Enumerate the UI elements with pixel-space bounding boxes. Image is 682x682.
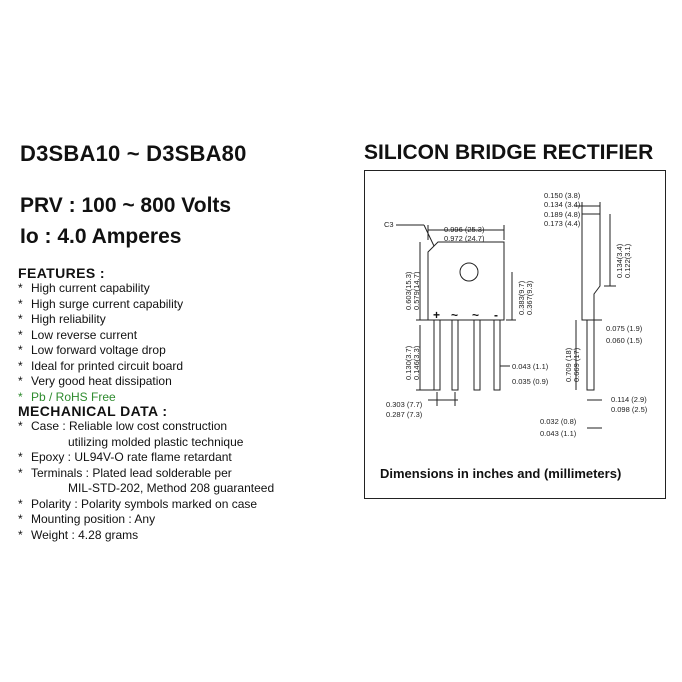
lead	[451, 319, 459, 391]
side-profile-outline	[581, 213, 601, 321]
polarity-ac-1: ~	[451, 308, 458, 322]
mechanical-item: *Case : Reliable low cost construction	[18, 419, 228, 433]
side-tab-max: 0.189 (4.8)	[544, 210, 581, 219]
prv-rating: PRV : 100 ~ 800 Volts	[20, 194, 232, 217]
side-top-max: 0.150 (3.8)	[544, 191, 581, 200]
feature-item: *Low forward voltage drop	[18, 343, 166, 357]
feature-item: *High current capability	[18, 281, 150, 295]
feature-item: *High reliability	[18, 312, 106, 326]
shoulder-max: 0.134(3.4)	[615, 243, 624, 278]
pitch-min: 0.287 (7.3)	[386, 410, 423, 419]
mechanical-item: MIL-STD-202, Method 208 guaranteed	[68, 481, 275, 495]
feature-item: *High surge current capability	[18, 296, 184, 311]
polarity-ac-2: ~	[472, 308, 479, 322]
side-top-min: 0.134 (3.4)	[544, 200, 581, 209]
front-width-max: 0.996 (25.3)	[444, 225, 485, 234]
features-list: *High current capability *High surge cur…	[18, 281, 183, 405]
mounting-hole	[459, 262, 479, 282]
pitch-max: 0.303 (7.7)	[386, 400, 423, 409]
base-min: 0.043 (1.1)	[540, 429, 577, 438]
side-lead	[586, 319, 595, 391]
mechanical-heading: MECHANICAL DATA :	[18, 403, 168, 419]
mechanical-item: *Polarity : Polarity symbols marked on c…	[18, 496, 258, 511]
side-height-max: 0.709 (18)	[564, 347, 573, 382]
mechanical-item: utilizing molded plastic technique	[68, 434, 244, 449]
base-max: 0.032 (0.8)	[540, 417, 577, 426]
lead	[493, 319, 501, 391]
diagram-caption: Dimensions in inches and (millimeters)	[380, 466, 621, 481]
diagram-frame	[364, 170, 666, 499]
mechanical-item: *Weight : 4.28 grams	[18, 527, 139, 542]
feature-item: *Ideal for printed circuit board	[18, 358, 184, 373]
front-width-min: 0.972 (24.7)	[444, 234, 485, 243]
mechanical-list: *Case : Reliable low cost construction u…	[18, 419, 274, 543]
dimension-diagram: + ~ ~ - C3 0.996 (25.3) 0.972 (24.7) 0.6…	[364, 170, 666, 499]
side-view	[574, 202, 616, 429]
feature-item: *Low reverse current	[18, 327, 138, 342]
lead	[433, 319, 441, 391]
feature-item-rohs: *Pb / RoHS Free	[18, 389, 116, 404]
feature-item: *Very good heat dissipation	[18, 374, 172, 388]
part-number-title: D3SBA10 ~ D3SBA80	[20, 141, 247, 166]
front-view	[396, 224, 516, 406]
step-min: 0.060 (1.5)	[606, 336, 643, 345]
side-height-min: 0.669 (17)	[572, 347, 581, 382]
sheet-title: SILICON BRIDGE RECTIFIER	[364, 141, 654, 164]
hole-offset-min: 0.367(9.3)	[525, 280, 534, 315]
corner-label: C3	[384, 220, 394, 229]
polarity-minus: -	[494, 308, 498, 322]
step-max: 0.075 (1.9)	[606, 324, 643, 333]
features-heading: FEATURES :	[18, 265, 105, 281]
lead-width-max: 0.043 (1.1)	[512, 362, 549, 371]
lead-length-max: 0.130(3.7)	[404, 345, 413, 380]
lead-length-min: 0.146(3.3)	[412, 345, 421, 380]
polarity-plus: +	[433, 308, 440, 322]
lead-thickness-min: 0.098 (2.5)	[611, 405, 648, 414]
side-tab-min: 0.173 (4.4)	[544, 219, 581, 228]
body-height-min: 0.579(14.7)	[412, 271, 421, 310]
mechanical-item: *Mounting position : Any	[18, 512, 156, 526]
shoulder-min: 0.122(3.1)	[623, 243, 632, 278]
package-body-outline	[427, 241, 505, 321]
lead	[473, 319, 481, 391]
hole-offset-max: 0.383(9.7)	[517, 280, 526, 315]
lead-width-min: 0.035 (0.9)	[512, 377, 549, 386]
io-rating: Io : 4.0 Amperes	[20, 225, 182, 248]
mechanical-item: *Terminals : Plated lead solderable per	[18, 465, 232, 480]
mechanical-item: *Epoxy : UL94V-O rate flame retardant	[18, 450, 232, 464]
lead-thickness-max: 0.114 (2.9)	[611, 395, 647, 404]
body-height-max: 0.603(15.3)	[404, 271, 413, 310]
